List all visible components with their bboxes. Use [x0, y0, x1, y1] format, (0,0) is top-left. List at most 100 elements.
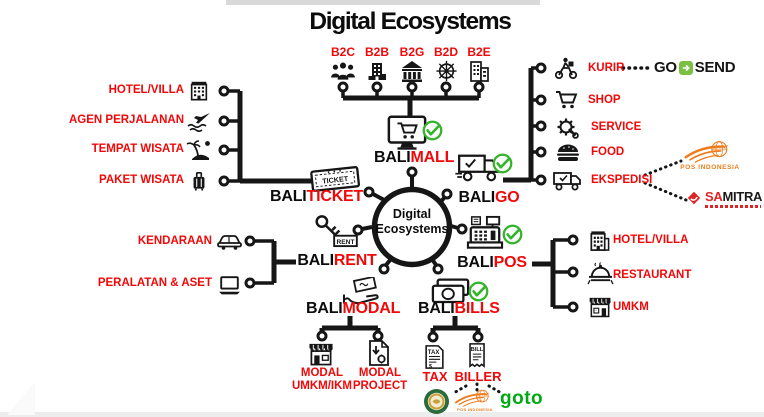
balibills-label: BALIBILLS — [418, 300, 500, 318]
banknotes-icon — [431, 278, 470, 304]
list-item-label: AGEN PERJALANAN — [68, 114, 184, 126]
segment-label: B2C — [330, 45, 355, 59]
label-line1: MODAL — [300, 367, 344, 379]
connector-ticket-cluster — [227, 89, 315, 184]
product-prefix: BALI — [458, 189, 496, 206]
storefront-icon: * — [589, 297, 611, 318]
travel-agent-icon — [187, 113, 210, 132]
list-item-label: HOTEL/VILLA — [613, 234, 689, 246]
luggage-icon — [193, 171, 205, 191]
balibills-check-icon — [468, 281, 489, 302]
tax-icon-text: TAX — [428, 350, 440, 356]
laptop-icon — [219, 276, 240, 295]
tax-label: TAX — [422, 369, 448, 384]
list-item-label: RESTAURANT — [613, 269, 692, 281]
storefront-icon — [309, 343, 333, 366]
list-item-label: TEMPAT WISATA — [91, 143, 184, 155]
product-suffix: RENT — [333, 252, 377, 269]
burger-icon — [557, 144, 579, 161]
product-suffix: TICKET — [306, 188, 364, 205]
courier-scooter-icon — [554, 57, 578, 80]
segment-label: B2B — [364, 45, 389, 59]
hand-money-icon — [343, 277, 379, 305]
pos-indonesia-name: POS INDONESIA — [680, 164, 740, 171]
segment-label: B2G — [399, 45, 425, 59]
pos-indonesia-logo: POS INDONESIA — [680, 137, 740, 171]
page-title: Digital Ecosystems — [309, 8, 512, 35]
center-line1: Digital — [392, 207, 432, 221]
product-prefix: BALI — [374, 149, 411, 166]
balimodal-label: BALIMODAL — [306, 300, 400, 318]
hotel-building-icon — [590, 231, 610, 251]
shopping-cart-icon — [556, 91, 578, 109]
gear-wrench-icon — [557, 118, 579, 139]
food-cloche-icon — [587, 262, 614, 285]
bottom-edge-strip — [0, 412, 764, 417]
label-line1: MODAL — [358, 367, 402, 379]
pos-indonesia-bird-logo — [684, 141, 729, 163]
connector-pos-cluster — [532, 238, 568, 309]
biller-label: BILLER — [454, 369, 502, 384]
list-item-label: KURIR — [588, 62, 625, 74]
hotel-icon — [190, 81, 208, 101]
balirent-label: BALIRENT — [296, 252, 378, 270]
ticket-icon-text: TICKET — [322, 174, 349, 186]
samitra-mitra-text: MITRA — [722, 189, 763, 204]
balimall-check-icon — [422, 120, 443, 141]
segment-label: B2E — [467, 45, 491, 59]
balimall-label: BALIMALL — [374, 149, 454, 167]
tax-document-icon: TAX $ — [425, 345, 444, 370]
product-prefix: BALI — [418, 300, 455, 317]
samitra-diamond-logo — [687, 191, 701, 205]
product-suffix: MODAL — [342, 300, 401, 317]
segment-b2c: B2C — [321, 45, 365, 82]
product-prefix: BALI — [306, 300, 343, 317]
connector-rent-cluster — [253, 239, 296, 285]
goto-logo: goto — [500, 388, 544, 409]
gosend-go-text: GO — [654, 59, 677, 76]
gosend-send-text: SEND — [694, 59, 736, 76]
ship-wheel-icon — [435, 60, 457, 82]
gosend-box-icon — [678, 60, 693, 75]
bill-receipt-icon: BILL — [469, 343, 485, 368]
dotted-partner-links — [450, 66, 688, 396]
balipos-check-icon — [502, 224, 523, 245]
svg-text:*: * — [595, 309, 597, 313]
samitra-sa-text: SA — [705, 189, 723, 204]
segment-b2b: B2B — [355, 45, 399, 82]
label-line2: PROJECT — [352, 379, 408, 392]
list-item-label: HOTEL/VILLA — [108, 84, 184, 96]
product-suffix: GO — [495, 189, 520, 206]
balipos-label: BALIPOS — [456, 254, 528, 272]
list-item-label: EKSPEDISI — [591, 174, 653, 186]
government-bank-icon — [402, 61, 422, 82]
ticket-icon: TICKET — [310, 166, 361, 192]
cash-register-icon — [466, 215, 504, 249]
product-prefix: BALI — [297, 252, 334, 269]
top-edge-strip — [226, 0, 540, 5]
list-item-label: PERALATAN & ASET — [97, 277, 212, 289]
rent-key-icon: RENT — [315, 215, 358, 248]
modal-umkm-label: MODAL UMKM/IKM — [288, 367, 356, 392]
tax-icon-symbol: $ — [429, 364, 433, 370]
modal-project-label: MODAL PROJECT — [346, 367, 414, 392]
label-line2: UMKM/IKM — [291, 379, 353, 392]
product-suffix: BILLS — [454, 300, 500, 317]
connector-bills-cluster — [430, 316, 481, 333]
bpd-bali-emblem-logo — [424, 389, 449, 414]
corner-decoration — [7, 382, 35, 415]
list-item-label: FOOD — [591, 146, 625, 158]
rent-tag-text: RENT — [337, 239, 355, 246]
center-hub-label: Digital Ecosystems — [374, 207, 450, 237]
office-buildings-icon — [470, 61, 489, 82]
bill-icon-text: BILL — [471, 347, 484, 353]
list-item-label: KENDARAAN — [137, 235, 212, 247]
list-item-label: PAKET WISATA — [99, 174, 184, 186]
samitra-logo: SAMITRA — [686, 190, 762, 208]
pos-indonesia-small-logo: POS INDONESIA — [452, 387, 498, 412]
baligo-check-icon — [492, 153, 513, 174]
corporate-building-icon — [368, 63, 386, 80]
segment-b2e: B2E — [457, 45, 501, 82]
